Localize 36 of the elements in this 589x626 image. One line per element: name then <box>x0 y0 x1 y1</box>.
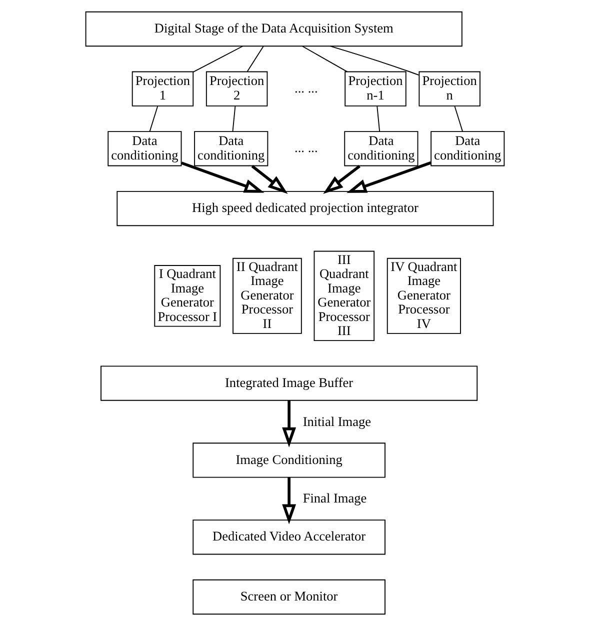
connector <box>454 106 463 132</box>
node-box: II Quadrant Image Generator Processor II <box>232 258 302 334</box>
node-box: Projection 2 <box>205 71 268 106</box>
node-box: Projection 1 <box>131 71 194 106</box>
node-box: Dedicated Video Accelerator <box>192 520 385 555</box>
node-box: III Quadrant Image Generator Processor III <box>313 250 374 342</box>
node-box: I Quadrant Image Generator Processor I <box>154 265 220 327</box>
node-box: IV Quadrant Image Generator Processor IV <box>386 258 460 334</box>
node-box: Projection n <box>418 71 480 106</box>
node-box: Integrated Image Buffer <box>100 366 478 401</box>
arrow <box>322 164 360 194</box>
connector <box>148 106 158 132</box>
node-box: High speed dedicated projection integrator <box>116 190 494 226</box>
node-box: Image Conditioning <box>192 442 385 478</box>
connector <box>232 106 236 132</box>
node-box: Data conditioning <box>107 131 182 166</box>
arrow <box>282 477 296 524</box>
connector <box>192 46 243 72</box>
node-box: Data conditioning <box>344 131 418 166</box>
arrow <box>180 162 264 193</box>
arrow <box>346 161 431 193</box>
edge-label: Final Image <box>302 490 366 506</box>
connector <box>246 46 264 72</box>
label: ... ... <box>294 140 318 156</box>
connector <box>329 46 419 76</box>
arrow <box>282 400 296 448</box>
node-box: Projection n-1 <box>344 71 406 106</box>
label: ... ... <box>294 80 318 96</box>
connector <box>301 46 348 72</box>
edge-label: Initial Image <box>302 414 371 429</box>
node-box: Screen or Monitor <box>192 579 385 615</box>
arrow <box>250 164 288 194</box>
connector <box>376 106 380 132</box>
node-box: Data conditioning <box>430 131 504 166</box>
node-box: Digital Stage of the Data Acquisition System <box>84 11 462 47</box>
node-box: Data conditioning <box>194 131 268 166</box>
